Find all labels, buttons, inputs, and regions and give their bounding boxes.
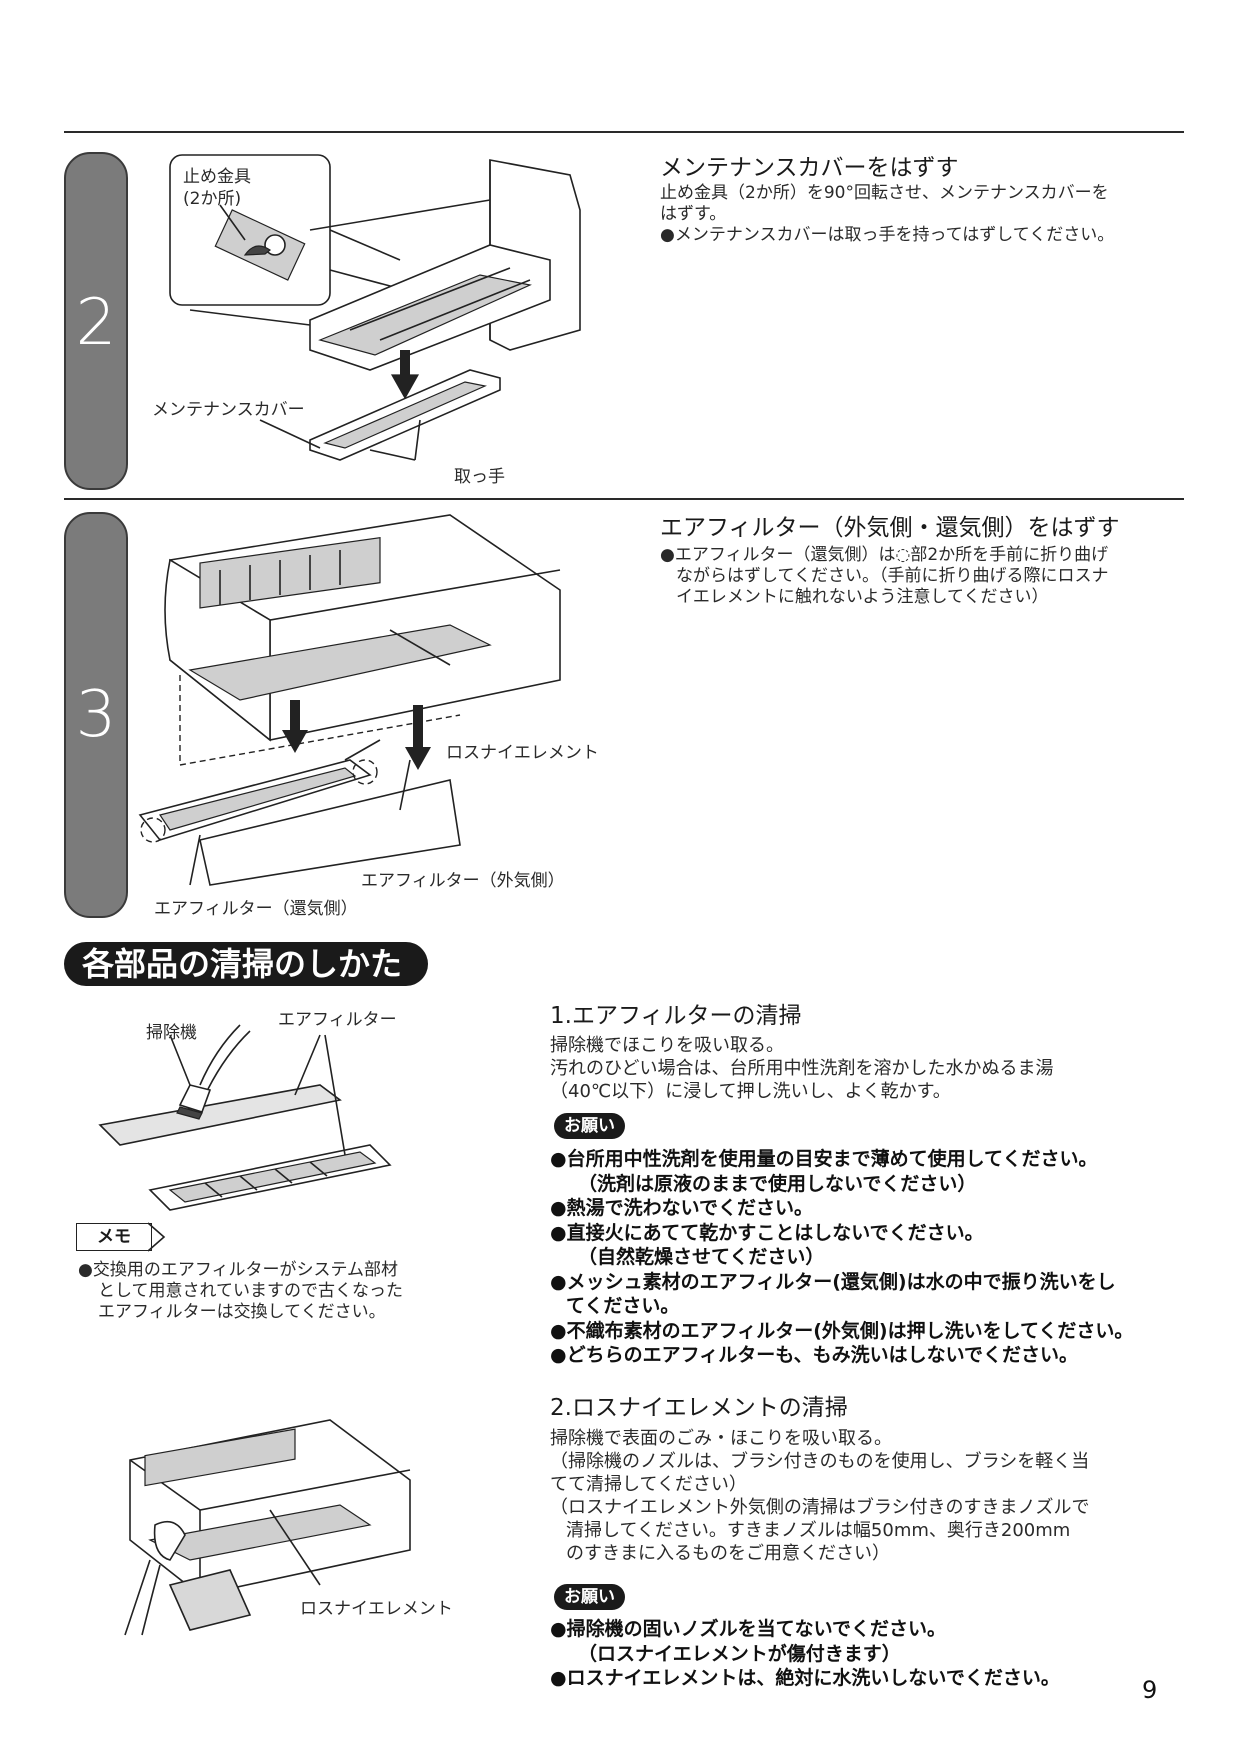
step-2-body-line: はずす。 [660,204,727,224]
filter-cleaning-body-line: 掃除機でほこりを吸い取る。 [550,1035,784,1056]
note-line: ●ロスナイエレメントは、絶対に水洗いしないでください。 [550,1667,1060,1689]
note-line: ●不織布素材のエアフィルター(外気側)は押し洗いをしてください。 [550,1319,1134,1342]
page-number: 9 [1142,1676,1158,1704]
element-cleaning-body-line: 清掃してください。すきまノズルは幅50mm、奥行き200mm [566,1520,1071,1541]
fastener-label: 止め金具 [183,167,251,187]
step-2-number: 2 [75,286,117,360]
element-cleaning-body-line: のすきまに入るものをご用意ください） [566,1543,890,1564]
step-3-body: ●エアフィルター（還気側）は◌部2か所を手前に折り曲げ ながらはずしてください。… [660,545,1190,608]
note-line: ●掃除機の固いノズルを当てないでください。 [550,1618,947,1640]
step-2-body: 止め金具（2か所）を90°回転させ、メンテナンスカバーを はずす。 ●メンテナン… [660,183,1190,246]
memo-line: として用意されていますので古くなった [98,1281,403,1301]
top-rule [64,131,1184,133]
step-3-body-line: ながらはずしてください。（手前に折り曲げる際にロスナ [676,566,1109,586]
filter-cleaning-body-line: （40℃以下）に浸して押し洗いし、よく乾かす。 [550,1081,951,1102]
memo-body: ●交換用のエアフィルターがシステム部材 として用意されていますので古くなった エ… [78,1260,478,1323]
note-line: （ロスナイエレメントが傷付きます） [578,1642,901,1665]
note-line: （自然乾燥させてください） [578,1246,825,1268]
step-2-illustration [169,154,581,461]
fastener-count-label: (2か所) [183,189,242,209]
vacuum-label: 掃除機 [146,1023,197,1043]
filter-cleaning-body: 掃除機でほこりを吸い取る。 汚れのひどい場合は、台所用中性洗剤を溶かした水かぬる… [550,1034,1200,1103]
section-title: 各部品の清掃のしかた [64,942,429,986]
onegai-badge-1: お願い [554,1113,625,1139]
element-cleaning-body-line: てて清掃してください） [550,1474,747,1495]
note-line: ●メッシュ素材のエアフィルター(還気側)は水の中で振り洗いをし [550,1270,1116,1293]
note-line: ●直接火にあてて乾かすことはしないでください。 [550,1221,984,1244]
note-line: ●熱湯で洗わないでください。 [550,1197,814,1219]
step-2-tab [64,152,128,490]
handle-label: 取っ手 [454,467,505,487]
filter-cleaning-title: 1.エアフィルターの清掃 [550,1003,802,1029]
note-line: てください。 [566,1295,680,1317]
step-2-body-line: 止め金具（2か所）を90°回転させ、メンテナンスカバーを [660,183,1109,203]
onegai-badge-2: お願い [554,1584,625,1610]
element-cleaning-notes: ●掃除機の固いノズルを当てないでください。 （ロスナイエレメントが傷付きます） … [550,1617,1200,1691]
filter-cleaning-illustration [98,1024,392,1211]
element-cleaning-body-line: 掃除機で表面のごみ・ほこりを吸い取る。 [550,1428,892,1449]
memo-line: ●交換用のエアフィルターがシステム部材 [78,1260,398,1280]
return-filter-label: エアフィルター（還気側） [154,899,358,919]
maintenance-cover-label: メンテナンスカバー [152,400,305,420]
element-cleaning-body-line: （ロスナイエレメント外気側の清掃はブラシ付きのすきまノズルで [550,1497,1090,1518]
filter-cleaning-body-line: 汚れのひどい場合は、台所用中性洗剤を溶かした水かぬるま湯 [550,1058,1054,1079]
element-cleaning-title: 2.ロスナイエレメントの清掃 [550,1395,848,1421]
element-label: ロスナイエレメント [446,743,599,763]
memo-tag: メモ [76,1223,152,1251]
note-line: ●台所用中性洗剤を使用量の目安まで薄めて使用してください。 [550,1148,1098,1170]
element-cleaning-body: 掃除機で表面のごみ・ほこりを吸い取る。 （掃除機のノズルは、ブラシ付きのものを使… [550,1427,1200,1565]
step-3-tab [64,512,128,918]
step-3-illustration [138,514,561,886]
filter-label: エアフィルター [278,1010,397,1030]
step-3-title: エアフィルター（外気側・還気側）をはずす [660,515,1120,541]
memo-line: エアフィルターは交換してください。 [98,1302,386,1322]
element-cleaning-illustration [124,1419,411,1636]
outside-filter-label: エアフィルター（外気側） [361,871,565,891]
step-3-body-line: ●エアフィルター（還気側）は◌部2か所を手前に折り曲げ [660,545,1109,565]
step-2-title: メンテナンスカバーをはずす [660,155,959,181]
note-line: ●どちらのエアフィルターも、もみ洗いはしないでください。 [550,1344,1079,1366]
memo-tag-arrow [147,1222,166,1252]
note-line: （洗剤は原液のままで使用しないでください） [578,1172,977,1195]
filter-cleaning-notes: ●台所用中性洗剤を使用量の目安まで薄めて使用してください。 （洗剤は原液のままで… [550,1147,1200,1368]
step-2-body-line: ●メンテナンスカバーは取っ手を持ってはずしてください。 [660,225,1115,245]
step-3-number: 3 [75,678,117,752]
element-cleaning-label: ロスナイエレメント [300,1599,453,1619]
element-cleaning-body-line: （掃除機のノズルは、ブラシ付きのものを使用し、ブラシを軽く当 [550,1451,1090,1472]
step-divider-rule [64,498,1184,500]
step-3-body-line: イエレメントに触れないよう注意してください） [676,587,1049,607]
